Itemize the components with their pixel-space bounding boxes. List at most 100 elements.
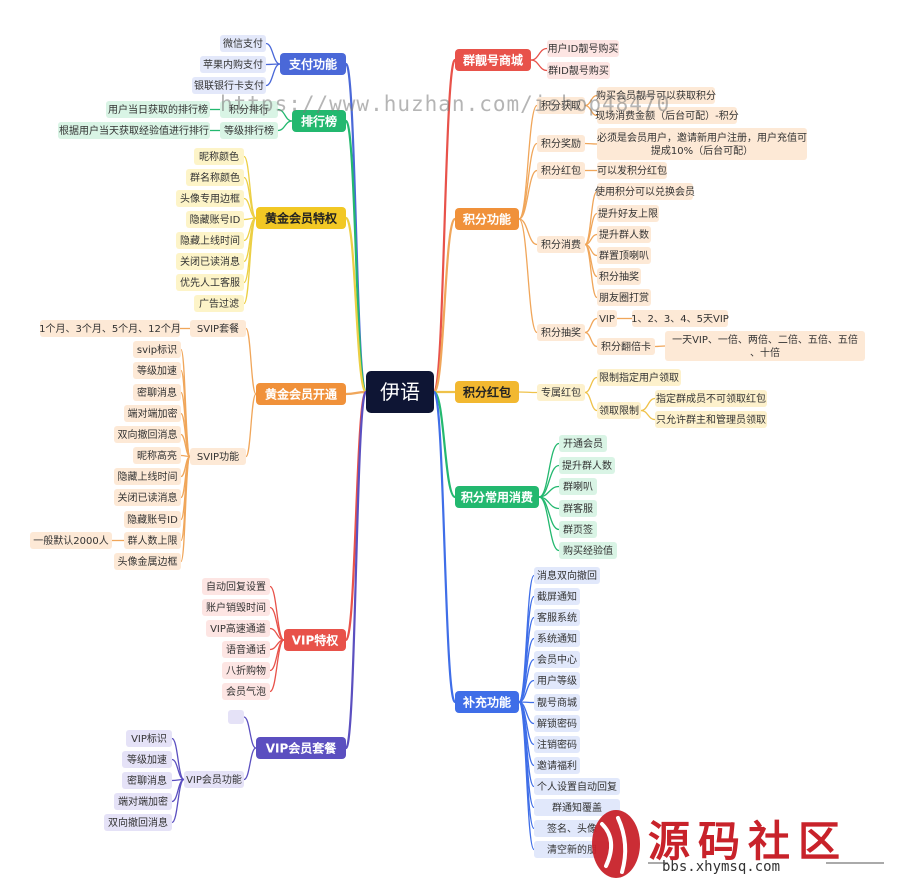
node-b5-0-text: 微信支付 xyxy=(223,37,263,50)
connector xyxy=(344,119,368,394)
node-b6-0-0: 用户当日获取的排行榜 xyxy=(106,101,210,118)
node-b8-1-10-text: 头像金属边框 xyxy=(118,555,178,568)
connector xyxy=(245,393,257,458)
branch-8: 黄金会员开通 xyxy=(256,383,346,405)
node-b9-2-text: VIP高速通道 xyxy=(210,622,266,635)
node-b8-1-2: 密聊消息 xyxy=(133,384,181,401)
node-b8-1-0: svip标识 xyxy=(133,341,181,358)
node-b1-3-text: 积分消费 xyxy=(541,238,581,251)
connector xyxy=(518,218,538,334)
node-b6-0-text: 积分排行 xyxy=(229,103,269,116)
node-b5-2-text: 银联银行卡支付 xyxy=(194,79,264,92)
branch-1: 积分功能 xyxy=(455,208,519,230)
connector xyxy=(277,120,293,132)
connector xyxy=(584,104,598,117)
connector xyxy=(530,59,548,72)
node-b1-2-text: 积分红包 xyxy=(541,164,581,177)
branch-3-text: 积分常用消费 xyxy=(461,489,533,504)
node-b8-1-7: 关闭已读消息 xyxy=(114,489,181,506)
node-b4-3-text: 系统通知 xyxy=(537,632,577,645)
logo-title: 源码社区 xyxy=(648,817,849,866)
connector xyxy=(432,390,457,704)
connector xyxy=(171,737,185,781)
node-b4-13: 清空新的朋 xyxy=(534,841,610,858)
connector xyxy=(269,585,285,641)
node-b8-1-5: 昵称高亮 xyxy=(133,447,181,464)
node-b4-11: 群通知覆盖 xyxy=(534,799,620,816)
connector xyxy=(584,331,598,348)
node-b4-1-text: 截屏通知 xyxy=(537,590,577,603)
node-b1-3-4: 积分抽奖 xyxy=(597,268,641,285)
branch-10-text: VIP会员套餐 xyxy=(266,740,338,755)
branch-9-text: VIP特权 xyxy=(292,632,340,647)
connector xyxy=(640,409,656,421)
node-b0-1: 群ID靓号购买 xyxy=(547,62,610,79)
connector xyxy=(432,58,457,394)
node-b9-1-text: 账户销毁时间 xyxy=(206,601,266,614)
connector-lines xyxy=(112,42,666,851)
node-b9-4: 八折购物 xyxy=(222,662,270,679)
node-b1-4-0: VIP xyxy=(597,310,617,327)
node-b8-1-6-text: 隐藏上线时间 xyxy=(118,470,178,483)
node-b7-3: 隐藏账号ID xyxy=(186,211,244,228)
node-b9-5-text: 会员气泡 xyxy=(226,685,266,698)
node-b4-13-text: 清空新的朋 xyxy=(547,843,597,856)
connector xyxy=(518,595,535,703)
node-b7-7-text: 广告过滤 xyxy=(199,297,239,310)
node-b6-1: 等级排行榜 xyxy=(220,122,278,139)
branch-6-text: 排行榜 xyxy=(301,113,337,128)
node-b0-0: 用户ID靓号购买 xyxy=(547,40,619,57)
branch-7: 黄金会员特权 xyxy=(256,207,346,229)
node-b1-0-1-text: 现场消费金额（后台可配）-积分 xyxy=(595,109,739,122)
node-b4-10: 个人设置自动回复 xyxy=(534,778,620,795)
node-b1-1: 积分奖励 xyxy=(537,135,585,152)
node-b8-0: SVIP套餐 xyxy=(190,320,246,337)
node-b8-1-9-0: 一般默认2000人 xyxy=(30,532,112,549)
node-b2-0-1-text: 领取限制 xyxy=(599,404,639,417)
node-b2-0-1-1-text: 只允许群主和管理员领取 xyxy=(656,413,766,426)
connector xyxy=(530,47,548,61)
node-b0-0-text: 用户ID靓号购买 xyxy=(548,42,619,55)
node-b7-1: 群名称颜色 xyxy=(186,169,244,186)
node-b10-1-2-text: 密聊消息 xyxy=(127,774,167,787)
node-b8-1-text: SVIP功能 xyxy=(197,450,239,463)
node-b9-5: 会员气泡 xyxy=(222,683,270,700)
node-b9-2: VIP高速通道 xyxy=(206,620,270,637)
branch-0: 群靓号商城 xyxy=(455,49,531,71)
node-b8-1-9-0-text: 一般默认2000人 xyxy=(33,534,108,547)
branch-4-text: 补充功能 xyxy=(462,694,511,709)
node-b7-2: 头像专用边框 xyxy=(176,190,244,207)
node-b8-1-3: 端对端加密 xyxy=(124,405,181,422)
node-b6-1-text: 等级排行榜 xyxy=(224,124,274,137)
connector xyxy=(265,63,281,87)
node-b4-7-text: 解锁密码 xyxy=(537,717,577,730)
connector xyxy=(243,747,257,781)
connector xyxy=(584,317,598,334)
node-b1-2: 积分红包 xyxy=(537,162,585,179)
node-b1-0-0: 购买会员靓号可以获取积分 xyxy=(596,87,716,104)
node-b10-1-1-text: 等级加速 xyxy=(127,753,167,766)
node-b8-1-7-text: 关闭已读消息 xyxy=(118,491,178,504)
node-b1-2-0-text: 可以发积分红包 xyxy=(597,164,667,177)
node-b3-0: 开通会员 xyxy=(559,435,607,452)
node-b1-3-4-text: 积分抽奖 xyxy=(599,270,639,283)
node-b4-10-text: 个人设置自动回复 xyxy=(537,780,617,793)
logo-seal xyxy=(592,810,884,878)
node-b1-3-3-text: 群置顶喇叭 xyxy=(599,249,649,262)
node-b3-0-text: 开通会员 xyxy=(563,437,603,450)
node-b1-4: 积分抽奖 xyxy=(537,324,585,341)
node-b5-0: 微信支付 xyxy=(220,35,266,52)
node-b1-2-0: 可以发积分红包 xyxy=(597,162,667,179)
node-b7-0: 昵称颜色 xyxy=(194,148,244,165)
connector xyxy=(538,442,560,498)
node-b4-4-text: 会员中心 xyxy=(537,653,577,666)
node-b1-1-text: 积分奖励 xyxy=(541,137,581,150)
node-b10-1-0-text: VIP标识 xyxy=(131,733,167,745)
node-b1-4-0-0-text: 1、2、3、4、5天VIP xyxy=(631,314,729,325)
node-b4-9-text: 邀请福利 xyxy=(537,759,577,772)
node-b3-1-text: 提升群人数 xyxy=(562,459,612,472)
branch-6: 排行榜 xyxy=(292,110,346,132)
node-b2-0-0-text: 限制指定用户领取 xyxy=(599,371,679,384)
node-b3-4: 群页签 xyxy=(559,521,597,538)
node-b8-0-0: 1个月、3个月、5个月、12个月 xyxy=(39,320,181,337)
